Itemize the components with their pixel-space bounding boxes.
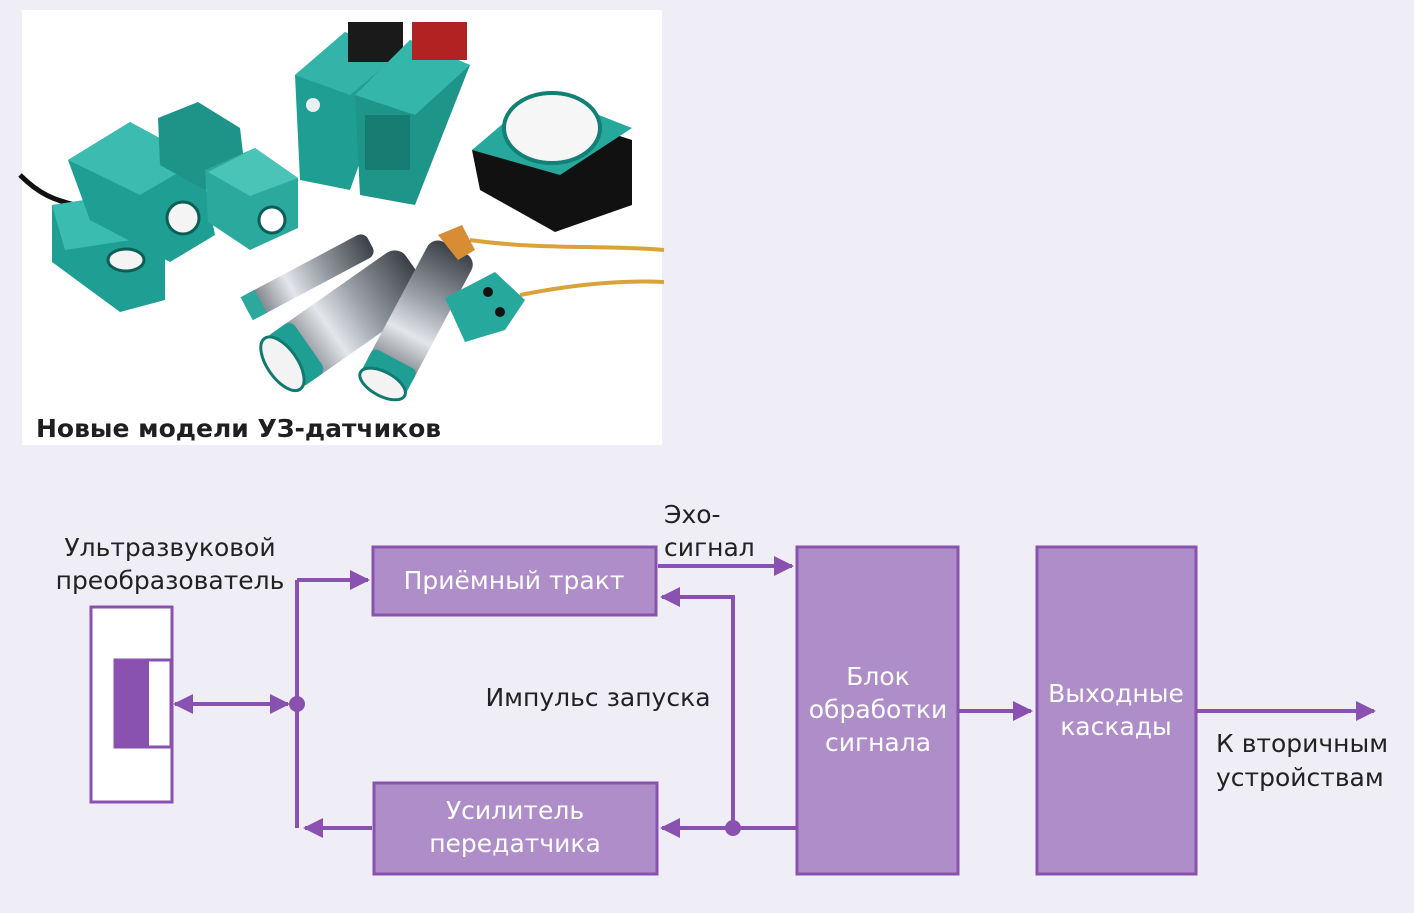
- output-label-line1: Выходные: [1048, 679, 1184, 708]
- processing-label-line3: сигнала: [825, 728, 931, 757]
- transducer-icon: [89, 605, 174, 804]
- echo-label-line1: Эхо-: [664, 500, 721, 529]
- signal-processing-block: Блок обработки сигнала: [795, 545, 960, 876]
- echo-label-line2: сигнал: [664, 533, 755, 562]
- transmitter-label-line2: передатчика: [429, 829, 601, 858]
- ultrasonic-sensors-photo: [18, 22, 665, 402]
- transducer-label-line2: преобразователь: [56, 566, 285, 595]
- sensor-photo-panel: Новые модели УЗ-датчиков: [18, 10, 665, 445]
- transducer-label-line1: Ультразвуковой: [64, 533, 275, 562]
- block-diagram: Ультразвуковой преобразователь: [56, 500, 1388, 876]
- trigger-to-receiver-arrow: [660, 587, 735, 828]
- output-stages-block: Выходные каскады: [1035, 545, 1198, 876]
- processing-label-line1: Блок: [846, 662, 910, 691]
- photo-caption: Новые модели УЗ-датчиков: [36, 414, 441, 443]
- transmitter-amplifier-block: Усилитель передатчика: [372, 781, 659, 876]
- transmitter-label-line1: Усилитель: [446, 796, 584, 825]
- secondary-devices-label-line1: К вторичным: [1216, 729, 1388, 758]
- output-label-line2: каскады: [1060, 712, 1172, 741]
- secondary-devices-label-line2: устройствам: [1216, 763, 1384, 792]
- receiver-label: Приёмный тракт: [404, 566, 625, 595]
- receiver-block: Приёмный тракт: [371, 545, 658, 617]
- trigger-pulse-label: Импульс запуска: [485, 683, 710, 712]
- diagram-connectors: [173, 556, 1376, 838]
- junction-dot-right: [725, 820, 741, 836]
- processing-label-line2: обработки: [809, 695, 948, 724]
- junction-dot-left: [289, 696, 305, 712]
